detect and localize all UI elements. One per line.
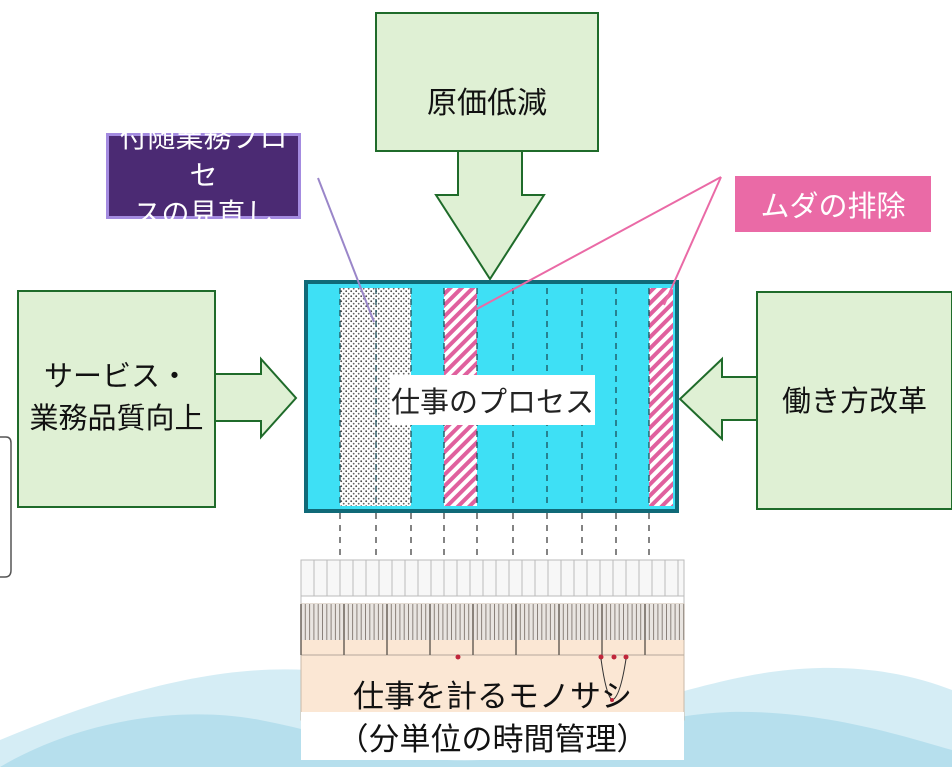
- process-dividers: [339, 288, 650, 506]
- work-style-reform-label: 働き方改革: [781, 384, 927, 418]
- cost-reduction-label: 原価低減: [427, 86, 547, 121]
- waste-callout-line-1: [474, 176, 722, 311]
- ruler-sublabel: （分単位の時間管理）: [301, 712, 684, 760]
- ancillary-callout-line: [317, 177, 375, 323]
- service-quality-line1: サービス・: [43, 359, 189, 393]
- wave-decoration-2: [0, 711, 952, 767]
- ruler-graphic: [300, 559, 685, 721]
- waste-elimination-callout: ムダの排除: [735, 176, 931, 232]
- ancillary-process-callout: 付随業務プロセ スの見直し: [106, 121, 301, 230]
- down-arrow: [434, 150, 546, 281]
- waste-stripe-2: [649, 288, 673, 506]
- ancillary-line2: スの見直し: [133, 197, 274, 230]
- right-arrow: [214, 356, 298, 440]
- process-label: 仕事のプロセス: [390, 375, 595, 425]
- waste-callout-line-2: [663, 176, 722, 306]
- work-style-reform-box: [756, 291, 952, 510]
- ancillary-line1: 付随業務プロセ: [119, 121, 288, 192]
- partial-frame: [0, 436, 12, 578]
- cost-reduction-box: [375, 12, 599, 152]
- left-arrow: [678, 356, 758, 442]
- service-quality-label: サービス・ 業務品質向上: [18, 345, 215, 449]
- ruler-guides: [339, 513, 650, 560]
- service-quality-line2: 業務品質向上: [29, 401, 204, 435]
- ruler-label: 仕事を計るモノサシ: [353, 678, 632, 715]
